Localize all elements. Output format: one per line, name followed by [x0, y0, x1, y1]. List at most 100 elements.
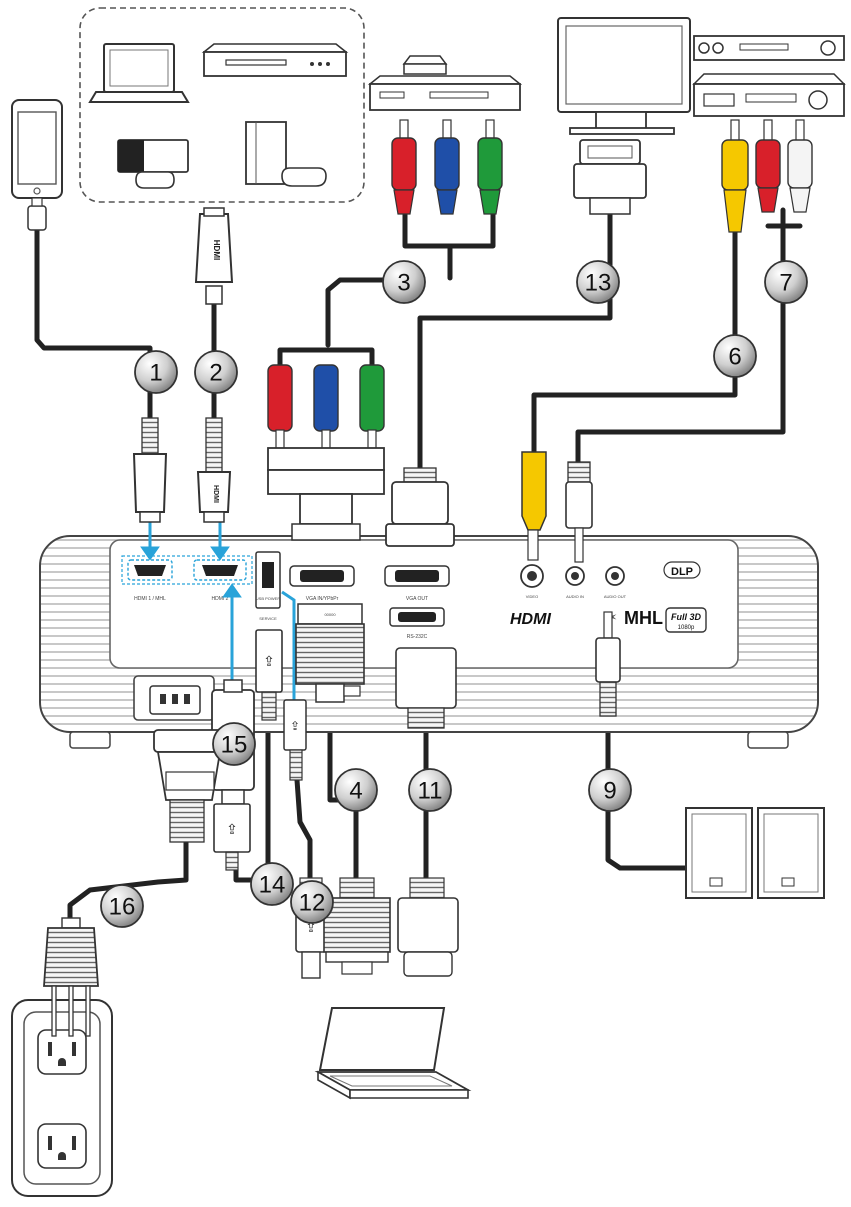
vga-out-port[interactable]: VGA OUT	[384, 565, 450, 602]
rs232-port[interactable]: RS-232C	[389, 607, 445, 640]
audio-in-cable-plug	[565, 461, 593, 563]
callout-badge-9: 9	[588, 768, 632, 812]
hdmi-insertion-arrows	[140, 520, 296, 706]
callout-number: 1	[149, 360, 162, 387]
hdmi-1-mhl-port[interactable]: HDMI 1 / MHL	[127, 559, 173, 602]
vga-out-label: VGA OUT	[406, 596, 428, 602]
audio-out-cable-plug	[595, 611, 621, 717]
callout-badge-16: 16	[100, 884, 144, 928]
callout-badge-12: 12	[290, 880, 334, 924]
vga-out-cable-plug	[385, 467, 455, 547]
vga-in-ypbpr-port[interactable]: VGA IN/YPbPr	[289, 565, 355, 602]
callout-badge-1: 1	[134, 350, 178, 394]
callout-badge-2: 2	[194, 350, 238, 394]
video-port[interactable]: VIDEO	[520, 564, 544, 599]
usb-power-cable-plug: ⇪	[255, 629, 283, 721]
rca-plug-red	[391, 119, 417, 215]
game-console-icon	[117, 139, 189, 189]
usb-power-label: USB POWER	[256, 596, 281, 601]
rca-plug-blue	[434, 119, 460, 215]
rs232-plug-laptop	[397, 877, 459, 977]
hdmi-dongle-device: ⇪	[211, 679, 255, 871]
rca-plug-white-audio	[787, 119, 813, 213]
rca-plug-red-audio	[755, 119, 781, 213]
hdmi-1-label: HDMI 1 / MHL	[134, 596, 166, 602]
full-3d-logo: Full 3D 1080p	[665, 607, 707, 633]
laptop-computer	[314, 1007, 472, 1100]
micro-usb-plug	[27, 197, 47, 231]
hdmi-logo: HDMI	[510, 611, 551, 628]
rs232-label: RS-232C	[407, 634, 428, 640]
callout-number: 14	[259, 872, 286, 899]
callout-number: 3	[397, 270, 410, 297]
rca-adapter-green	[359, 364, 385, 451]
vga-monitor	[557, 17, 691, 135]
callout-number: 7	[779, 270, 792, 297]
audio-in-port[interactable]: AUDIO IN	[565, 566, 585, 599]
dvd-player-icon	[201, 43, 349, 77]
callout-number: 6	[728, 344, 741, 371]
svg-text:⇪: ⇪	[290, 719, 300, 733]
audio-in-label: AUDIO IN	[566, 594, 584, 599]
svg-text:⇪: ⇪	[305, 919, 317, 935]
callout-number: 16	[109, 894, 136, 921]
vga-in-label: VGA IN/YPbPr	[306, 596, 339, 602]
audio-out-port[interactable]: AUDIO OUT	[604, 566, 627, 599]
rs232-cable-plug	[395, 647, 457, 729]
svg-text:1080p: 1080p	[678, 625, 695, 631]
component-rca-plugs-top	[391, 119, 503, 215]
usb-power-port[interactable]: USB POWER SERVICE	[255, 551, 281, 621]
vga-in-cable-plug: 00000	[295, 603, 365, 703]
svg-text:Full 3D: Full 3D	[671, 612, 702, 622]
callout-badge-6: 6	[713, 334, 757, 378]
svg-text:⇪: ⇪	[226, 821, 238, 837]
component-to-vga-adapter	[267, 364, 385, 541]
callout-number: 13	[585, 270, 612, 297]
rca-plug-yellow	[721, 119, 749, 233]
callout-number: 12	[299, 890, 326, 917]
hdmi-cable-plug-top: HDMI	[194, 207, 234, 305]
svg-text:HDMI: HDMI	[510, 611, 551, 628]
callout-number: 4	[349, 778, 362, 805]
hdmi-plug-bottom-label: HDMI	[212, 485, 219, 503]
callout-badge-13: 13	[576, 260, 620, 304]
playstation-icon	[245, 121, 327, 187]
callout-number: 9	[603, 778, 616, 805]
smartphone	[11, 99, 63, 199]
hdmi-2-port[interactable]: HDMI 2	[193, 559, 247, 602]
callout-badge-14: 14	[250, 862, 294, 906]
hdmi-plug-label: HDMI	[212, 240, 221, 260]
dlp-logo: DLP	[663, 561, 701, 579]
component-video-source-device	[367, 55, 523, 111]
vga-plug-laptop	[323, 877, 391, 975]
speakers	[685, 807, 825, 899]
hdmi-2-label: HDMI 2	[212, 596, 229, 602]
vga-plug-pins: 00000	[324, 612, 336, 617]
hdmi-mhl-cable-plug	[132, 417, 168, 523]
hdmi-source-devices-group	[79, 7, 365, 203]
video-label: VIDEO	[526, 594, 538, 599]
usb-service-label: SERVICE	[259, 616, 277, 621]
laptop-icon	[88, 43, 190, 103]
rca-adapter-blue	[313, 364, 339, 451]
callout-number: 15	[221, 732, 248, 759]
rca-plug-green	[477, 119, 503, 215]
callout-badge-4: 4	[334, 768, 378, 812]
usb-service-cable-plug: ⇪	[283, 699, 307, 781]
rca-adapter-red	[267, 364, 293, 451]
callout-number: 11	[418, 778, 443, 805]
svg-text:⇪: ⇪	[263, 653, 275, 669]
svg-text:DLP: DLP	[671, 566, 693, 578]
callout-badge-15: 15	[212, 722, 256, 766]
callout-badge-7: 7	[764, 260, 808, 304]
callout-number: 2	[209, 360, 222, 387]
svg-text:MHL: MHL	[624, 608, 663, 628]
power-wall-plug	[43, 917, 99, 1037]
vga-plug-monitor	[573, 139, 647, 215]
hdmi-highlight-box	[121, 555, 253, 585]
callout-badge-11: 11	[408, 768, 452, 812]
video-cable-plug	[521, 451, 547, 561]
wall-power-outlet	[11, 999, 113, 1197]
